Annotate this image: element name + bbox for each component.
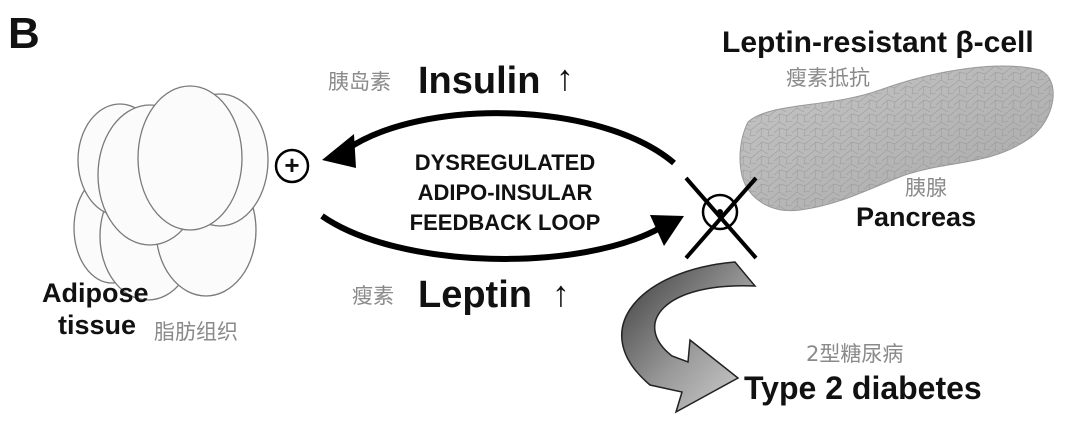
leptin-label-cn: 瘦素 — [352, 284, 394, 308]
blocked-receptor-icon — [684, 176, 758, 260]
plus-circle — [274, 148, 310, 184]
leptin-arrow — [320, 213, 684, 262]
loop-text-line-2: ADIPO-INSULAR — [417, 180, 593, 205]
adipose-label-line-1: Adipose — [42, 278, 149, 308]
insulin-arrow — [322, 110, 676, 168]
beta-cell-title-cn: 瘦素抵抗 — [786, 66, 870, 90]
adipose-tissue-illustration — [73, 85, 269, 301]
pancreas-label: Pancreas — [856, 202, 977, 232]
insulin-label: Insulin — [418, 60, 541, 102]
curved-arrow-icon — [621, 261, 757, 414]
beta-cell-title: Leptin-resistant β-cell — [722, 26, 1034, 59]
leptin-label: Leptin — [418, 274, 532, 316]
adipose-label-line-2: tissue — [58, 310, 137, 340]
diabetes-label: Type 2 diabetes — [744, 370, 982, 406]
panel-label: B — [8, 9, 40, 58]
diabetes-label-cn: 2型糖尿病 — [806, 342, 904, 366]
loop-text-line-1: DYSREGULATED — [414, 150, 596, 175]
loop-text-line-3: FEEDBACK LOOP — [409, 210, 601, 235]
pancreas-label-cn: 胰腺 — [905, 176, 947, 200]
insulin-label-cn: 胰岛素 — [328, 70, 391, 94]
insulin-up-arrow: ↑ — [556, 57, 574, 98]
pancreas-illustration — [739, 65, 1054, 212]
adipose-label-cn: 脂肪组织 — [154, 320, 238, 344]
plus-symbol: + — [284, 150, 300, 180]
leptin-up-arrow: ↑ — [552, 273, 570, 314]
